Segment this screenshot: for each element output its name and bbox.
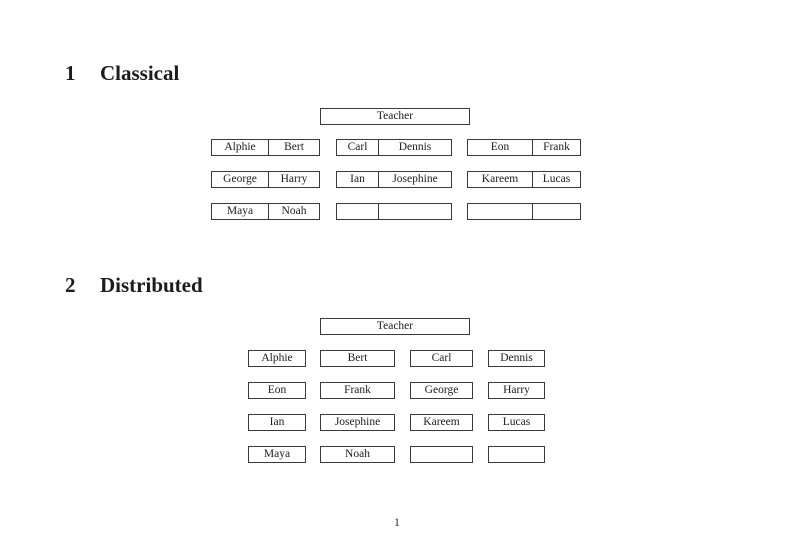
classical-desk-r3c1: Maya Noah: [211, 203, 320, 220]
classical-desk-r3c3-empty: [467, 203, 581, 220]
seat-empty: [337, 204, 379, 219]
distributed-desk-r2c4: Harry: [488, 382, 545, 399]
distributed-desk-r2c3: George: [410, 382, 473, 399]
seat: Alphie: [212, 140, 269, 155]
seat: George: [212, 172, 269, 187]
distributed-desk-r3c4: Lucas: [488, 414, 545, 431]
distributed-desk-r3c1: Ian: [248, 414, 306, 431]
seat: Lucas: [542, 172, 571, 185]
teacher-label: Teacher: [376, 319, 414, 332]
distributed-desk-r4c1: Maya: [248, 446, 306, 463]
section-title: Classical: [100, 61, 180, 85]
section-heading-distributed: 2 Distributed: [65, 273, 203, 297]
distributed-desk-r4c3-empty: [410, 446, 473, 463]
seat: Maya: [263, 447, 291, 460]
classical-desk-r3c2-empty: [336, 203, 452, 220]
seat: Lucas: [502, 415, 531, 428]
seat-empty: [468, 204, 533, 219]
distributed-desk-r1c3: Carl: [410, 350, 473, 367]
distributed-desk-r1c2: Bert: [320, 350, 395, 367]
distributed-desk-r3c3: Kareem: [410, 414, 473, 431]
seat: Maya: [212, 204, 269, 219]
distributed-desk-r2c2: Frank: [320, 382, 395, 399]
seat: George: [424, 383, 459, 396]
section-title: Distributed: [100, 273, 203, 297]
seat: Kareem: [468, 172, 533, 187]
seat: Kareem: [423, 415, 460, 428]
seat: Carl: [337, 140, 379, 155]
seat: Frank: [543, 140, 570, 153]
seat: Ian: [269, 415, 285, 428]
teacher-label: Teacher: [376, 109, 414, 122]
seat: Bert: [347, 351, 368, 364]
distributed-desk-r4c4-empty: [488, 446, 545, 463]
section-heading-classical: 1 Classical: [65, 61, 179, 85]
seat: Dennis: [500, 351, 533, 364]
seat: Carl: [431, 351, 452, 364]
classical-teacher-box: Teacher: [320, 108, 470, 125]
page-number: 1: [394, 515, 400, 529]
seat: Eon: [267, 383, 287, 396]
distributed-desk-r2c1: Eon: [248, 382, 306, 399]
classical-desk-r1c1: Alphie Bert: [211, 139, 320, 156]
classical-desk-r2c2: Ian Josephine: [336, 171, 452, 188]
distributed-desk-r3c2: Josephine: [320, 414, 395, 431]
seat: Ian: [337, 172, 379, 187]
distributed-desk-r4c2: Noah: [320, 446, 395, 463]
section-number: 1: [65, 61, 76, 85]
seat: Dennis: [398, 140, 432, 153]
classical-desk-r1c2: Carl Dennis: [336, 139, 452, 156]
distributed-teacher-box: Teacher: [320, 318, 470, 335]
seat: Noah: [281, 204, 307, 217]
distributed-desk-r1c4: Dennis: [488, 350, 545, 367]
seat: Eon: [468, 140, 533, 155]
classical-desk-r2c3: Kareem Lucas: [467, 171, 581, 188]
seat-empty: [533, 204, 580, 219]
classical-desk-r2c1: George Harry: [211, 171, 320, 188]
classical-desk-r1c3: Eon Frank: [467, 139, 581, 156]
seat: Noah: [345, 447, 370, 460]
seat: Alphie: [261, 351, 293, 364]
section-number: 2: [65, 273, 76, 297]
seat: Harry: [503, 383, 530, 396]
distributed-desk-r1c1: Alphie: [248, 350, 306, 367]
seat: Josephine: [334, 415, 381, 428]
seat: Harry: [280, 172, 308, 185]
seat-empty: [379, 204, 451, 219]
seat: Frank: [344, 383, 371, 396]
seat: Josephine: [392, 172, 438, 185]
seat: Bert: [284, 140, 304, 153]
